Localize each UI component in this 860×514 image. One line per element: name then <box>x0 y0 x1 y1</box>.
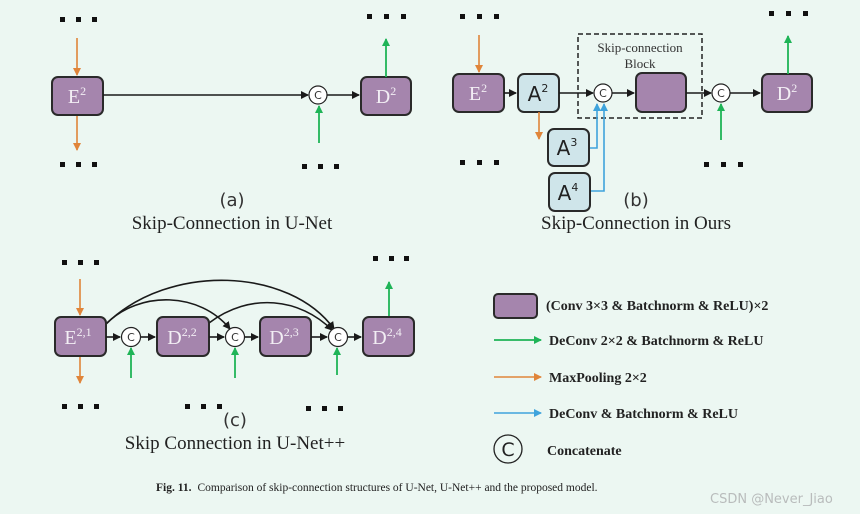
concatenate-symbol: C <box>231 331 239 344</box>
ellipsis-dots <box>367 14 406 19</box>
ellipsis-dots <box>704 162 743 167</box>
decoder-label: D2 <box>777 81 797 105</box>
decoder-label: D2 <box>376 84 396 108</box>
ellipsis-dots <box>185 404 222 409</box>
ellipsis-dots <box>62 260 99 265</box>
ellipsis-dots <box>373 256 409 261</box>
encoder-label: E2 <box>469 81 487 105</box>
figure-caption: Fig. 11.Comparison of skip-connection st… <box>156 482 598 494</box>
ellipsis-dots <box>302 164 339 169</box>
ellipsis-dots <box>60 17 97 22</box>
legend-concatenate-label: Concatenate <box>547 444 622 459</box>
panel-letter: (c) <box>223 410 247 431</box>
attention-block-a3 <box>547 128 590 167</box>
legend-maxpool-label: MaxPooling 2×2 <box>549 371 647 386</box>
legend-concatenate-icon <box>493 434 523 464</box>
e21-label: E2,1 <box>64 325 91 349</box>
legend-conv-swatch <box>493 293 538 319</box>
legend-blue-deconv-label: DeConv & Batchnorm & ReLU <box>549 407 738 422</box>
a4-label: A4 <box>558 181 579 205</box>
ellipsis-dots <box>769 11 808 16</box>
ellipsis-dots <box>460 160 499 165</box>
legend: (Conv 3×3 & Batchnorm & ReLU)×2 DeConv 2… <box>493 293 768 464</box>
block-label: Block <box>624 56 656 71</box>
skip-arc <box>105 279 335 330</box>
d22-label: D2,2 <box>167 325 196 349</box>
panel-a: E2 C D2 (a) Skip-Connection in U-Net <box>51 14 412 234</box>
d24-label: D2,4 <box>372 325 401 349</box>
encoder-block-e2 <box>51 76 104 116</box>
legend-conv-label: (Conv 3×3 & Batchnorm & ReLU)×2 <box>546 299 768 314</box>
blue-deconv-arrow <box>591 103 608 192</box>
panel-letter: (b) <box>623 190 648 211</box>
concatenate-node <box>327 326 349 348</box>
d23-label: D2,3 <box>269 325 298 349</box>
concatenate-symbol: C <box>314 89 322 102</box>
legend-deconv-label: DeConv 2×2 & Batchnorm & ReLU <box>549 334 763 349</box>
ellipsis-dots <box>306 406 343 411</box>
a2-label: A2 <box>528 82 549 106</box>
ellipsis-dots <box>62 404 99 409</box>
panel-c: E2,1 C D2,2 C D2,3 C D2,4 (c) Skip Conne… <box>54 256 415 454</box>
legend-concatenate-symbol: C <box>501 439 514 461</box>
panel-title: Skip Connection in U-Net++ <box>125 433 345 454</box>
concatenate-node <box>120 326 142 348</box>
block-label: Skip-connection <box>597 40 683 55</box>
blue-deconv-arrow <box>590 103 601 149</box>
concatenate-symbol: C <box>334 331 342 344</box>
concatenate-node <box>224 326 246 348</box>
panel-title: Skip-Connection in Ours <box>541 213 731 234</box>
decoder-block-d24 <box>362 316 415 357</box>
a3-label: A3 <box>557 136 578 160</box>
decoder-block-d2 <box>761 73 813 113</box>
attention-block-a4 <box>548 172 591 212</box>
concatenate-symbol: C <box>717 87 725 100</box>
ellipsis-dots <box>460 14 499 19</box>
skip-arc <box>208 301 333 331</box>
panel-b: Skip-connection Block E2 A2 C A3 A4 C D2… <box>452 11 813 234</box>
encoder-label: E2 <box>68 84 86 108</box>
skip-connection-conv-block <box>635 72 687 113</box>
ellipsis-dots <box>60 162 97 167</box>
panel-title: Skip-Connection in U-Net <box>132 213 333 234</box>
concatenate-symbol: C <box>127 331 135 344</box>
panel-letter: (a) <box>219 190 244 211</box>
concatenate-symbol: C <box>599 87 607 100</box>
watermark: CSDN @Never_Jiao <box>710 492 833 507</box>
